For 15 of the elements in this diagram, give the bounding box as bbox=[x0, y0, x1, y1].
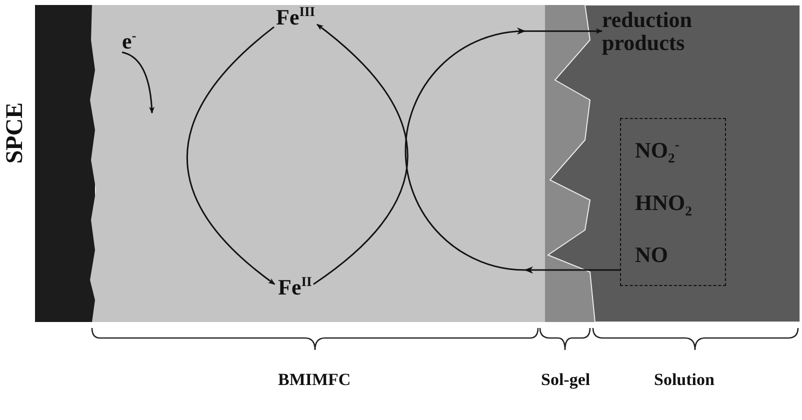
species-label: Fe$^{II}$ bbox=[278, 274, 312, 300]
arrow bbox=[404, 28, 620, 274]
layer-label: BMIMFC bbox=[278, 370, 351, 390]
arrow bbox=[313, 24, 408, 285]
species-label: HNO$_{2}$ bbox=[635, 190, 693, 218]
electron-label: e$^{-}$ bbox=[122, 28, 136, 54]
arrow bbox=[186, 26, 276, 285]
species-label: Fe$^{III}$ bbox=[276, 4, 316, 30]
layer-label: SPCE bbox=[2, 102, 29, 164]
species-label: NO bbox=[635, 242, 669, 267]
arrow bbox=[122, 52, 154, 114]
layer-label: Sol-gel bbox=[541, 370, 590, 390]
layer-label: Solution bbox=[654, 370, 714, 390]
dashed-box bbox=[620, 118, 726, 286]
product-label: reduction products bbox=[602, 8, 752, 54]
